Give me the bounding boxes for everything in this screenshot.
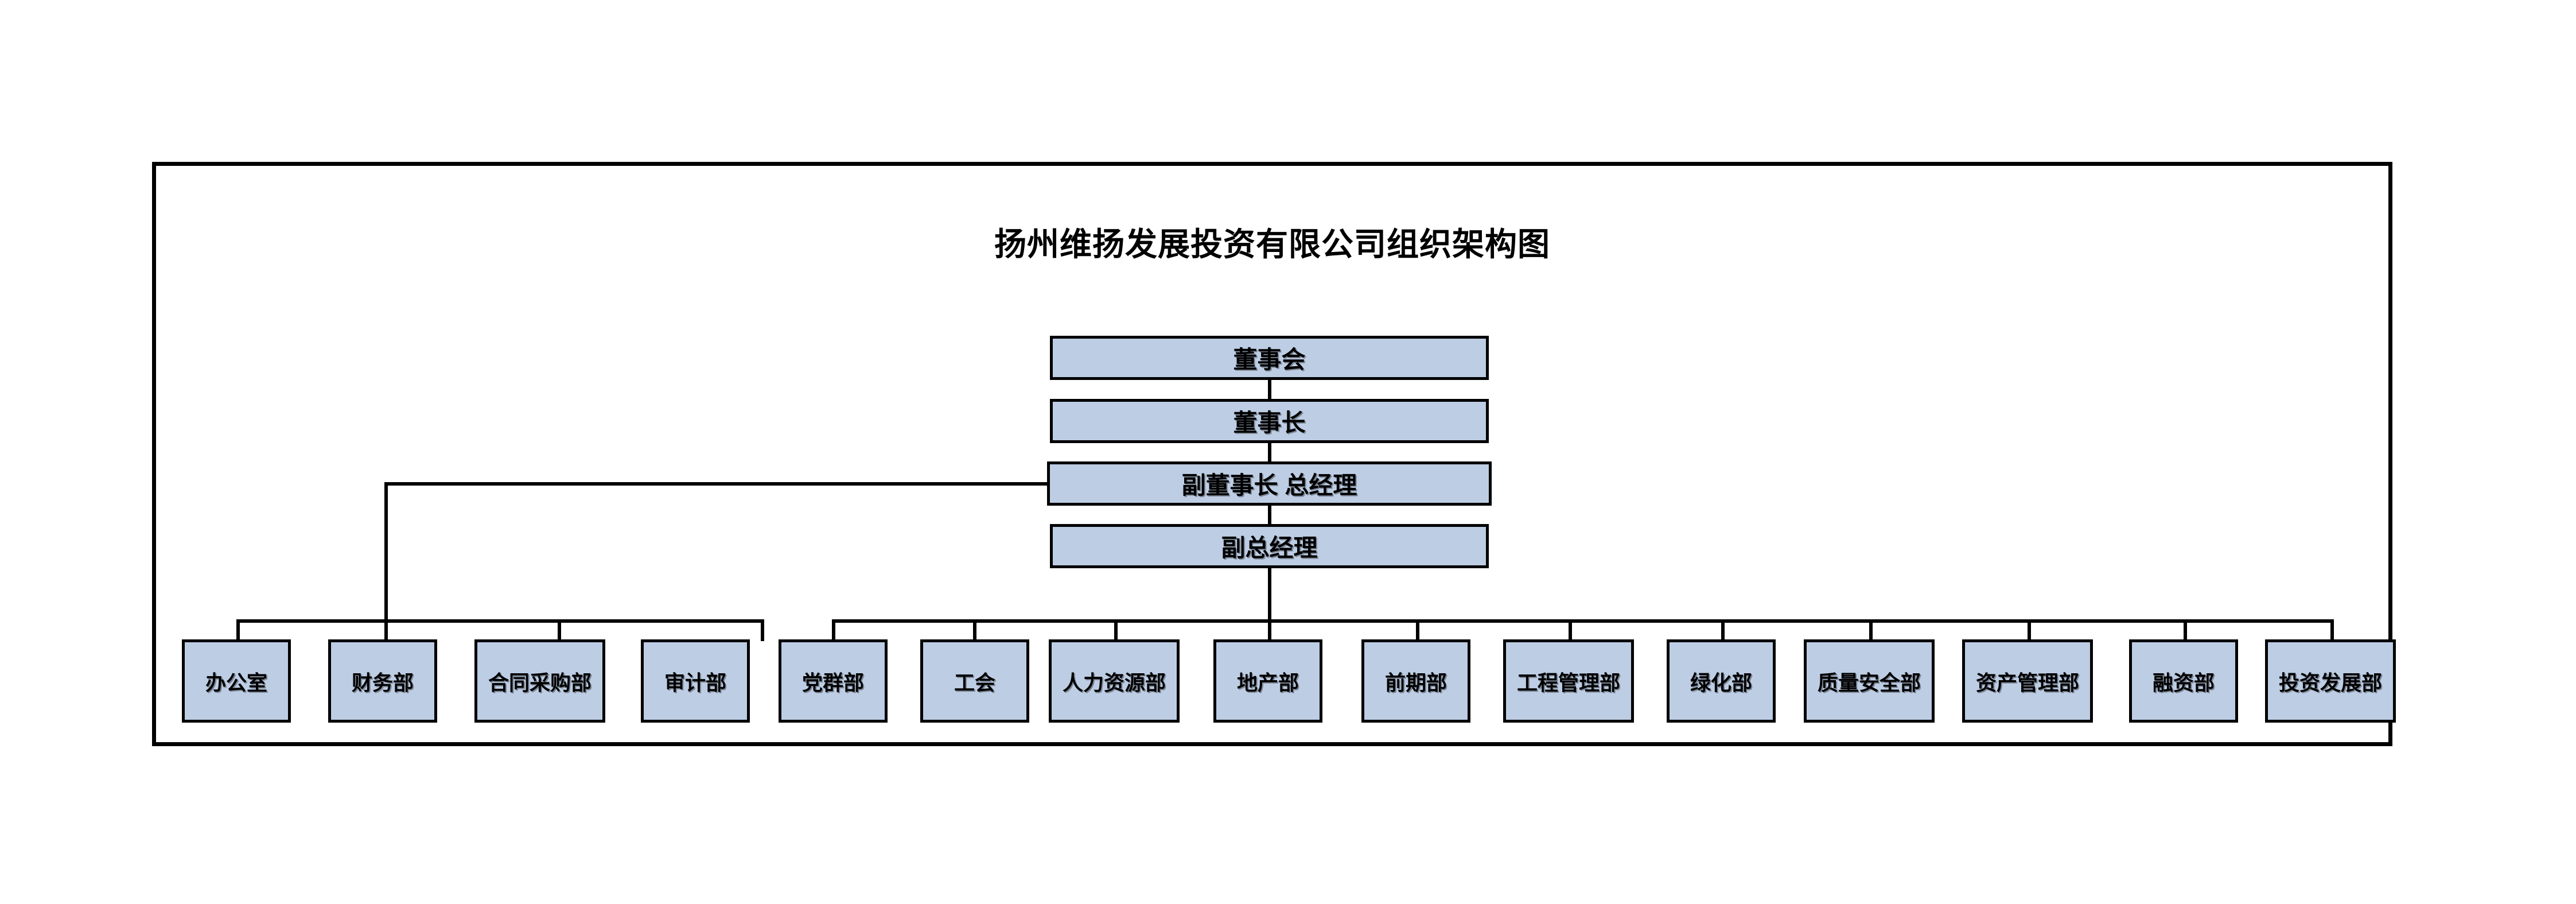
stem-engineering-management xyxy=(1569,619,1572,641)
stem-financing xyxy=(2184,619,2187,641)
connector-vicechairman-to-deputy xyxy=(1268,506,1271,524)
node-label: 工程管理部 xyxy=(1516,670,1620,695)
node-preliminary[interactable]: 前期部 xyxy=(1361,639,1470,723)
node-label: 财务部 xyxy=(351,670,414,695)
node-label: 办公室 xyxy=(205,670,267,695)
node-contract-procurement[interactable]: 合同采购部 xyxy=(474,639,605,723)
node-audit[interactable]: 审计部 xyxy=(641,639,750,723)
stem-quality-safety xyxy=(1869,619,1873,641)
node-label: 人力资源部 xyxy=(1062,670,1166,695)
node-vice-chairman-general-manager[interactable]: 副董事长 总经理 xyxy=(1047,461,1492,506)
connector-left-branch-vertical xyxy=(384,482,388,647)
connector-chairman-to-vicechairman xyxy=(1268,443,1271,461)
node-label: 融资部 xyxy=(2152,670,2215,695)
node-label: 董事会 xyxy=(1233,346,1306,373)
node-label: 前期部 xyxy=(1384,670,1447,695)
stem-greening xyxy=(1721,619,1725,641)
node-real-estate[interactable]: 地产部 xyxy=(1213,639,1322,723)
node-engineering-management[interactable]: 工程管理部 xyxy=(1503,639,1634,723)
node-investment-development[interactable]: 投资发展部 xyxy=(2265,639,2396,723)
connector-deputy-to-bus xyxy=(1268,568,1271,623)
node-label: 副总经理 xyxy=(1221,534,1318,561)
node-office[interactable]: 办公室 xyxy=(182,639,291,723)
stem-asset-management xyxy=(2028,619,2031,641)
stem-preliminary xyxy=(1416,619,1419,641)
stem-contract-procurement xyxy=(558,619,561,641)
node-chairman[interactable]: 董事长 xyxy=(1050,399,1489,443)
node-label: 资产管理部 xyxy=(1975,670,2079,695)
node-label: 绿化部 xyxy=(1690,670,1752,695)
node-label: 地产部 xyxy=(1236,670,1299,695)
node-greening[interactable]: 绿化部 xyxy=(1667,639,1776,723)
node-board-of-directors[interactable]: 董事会 xyxy=(1050,336,1489,380)
node-labor-union[interactable]: 工会 xyxy=(920,639,1029,723)
bus-bar-right xyxy=(832,619,2330,623)
stem-human-resources xyxy=(1114,619,1118,641)
node-finance[interactable]: 财务部 xyxy=(328,639,437,723)
node-label: 投资发展部 xyxy=(2278,670,2382,695)
stem-labor-union xyxy=(973,619,976,641)
node-label: 审计部 xyxy=(664,670,726,695)
stem-real-estate xyxy=(1268,619,1271,641)
bus-bar-left xyxy=(236,619,764,623)
node-human-resources[interactable]: 人力资源部 xyxy=(1049,639,1180,723)
connector-board-to-chairman xyxy=(1268,380,1271,399)
stem-audit xyxy=(761,619,764,641)
node-deputy-general-manager[interactable]: 副总经理 xyxy=(1050,524,1489,568)
chart-frame: 扬州维扬发展投资有限公司组织架构图 董事会 董事长 副董事长 总经理 副总经理 xyxy=(152,162,2396,746)
node-party-affairs[interactable]: 党群部 xyxy=(779,639,888,723)
stem-finance xyxy=(384,619,388,641)
node-label: 合同采购部 xyxy=(488,670,592,695)
node-label: 质量安全部 xyxy=(1817,670,1921,695)
node-quality-safety[interactable]: 质量安全部 xyxy=(1804,639,1935,723)
node-label: 副董事长 总经理 xyxy=(1181,472,1357,499)
stem-office xyxy=(236,619,240,641)
node-label: 董事长 xyxy=(1233,409,1306,436)
node-asset-management[interactable]: 资产管理部 xyxy=(1962,639,2093,723)
page-title: 扬州维扬发展投资有限公司组织架构图 xyxy=(994,227,1550,263)
node-financing[interactable]: 融资部 xyxy=(2129,639,2238,723)
stem-party-affairs xyxy=(832,619,835,641)
stem-investment-development xyxy=(2330,619,2334,641)
connector-left-branch-horizontal xyxy=(384,482,1047,486)
node-label: 党群部 xyxy=(801,670,864,695)
node-label: 工会 xyxy=(954,670,995,695)
